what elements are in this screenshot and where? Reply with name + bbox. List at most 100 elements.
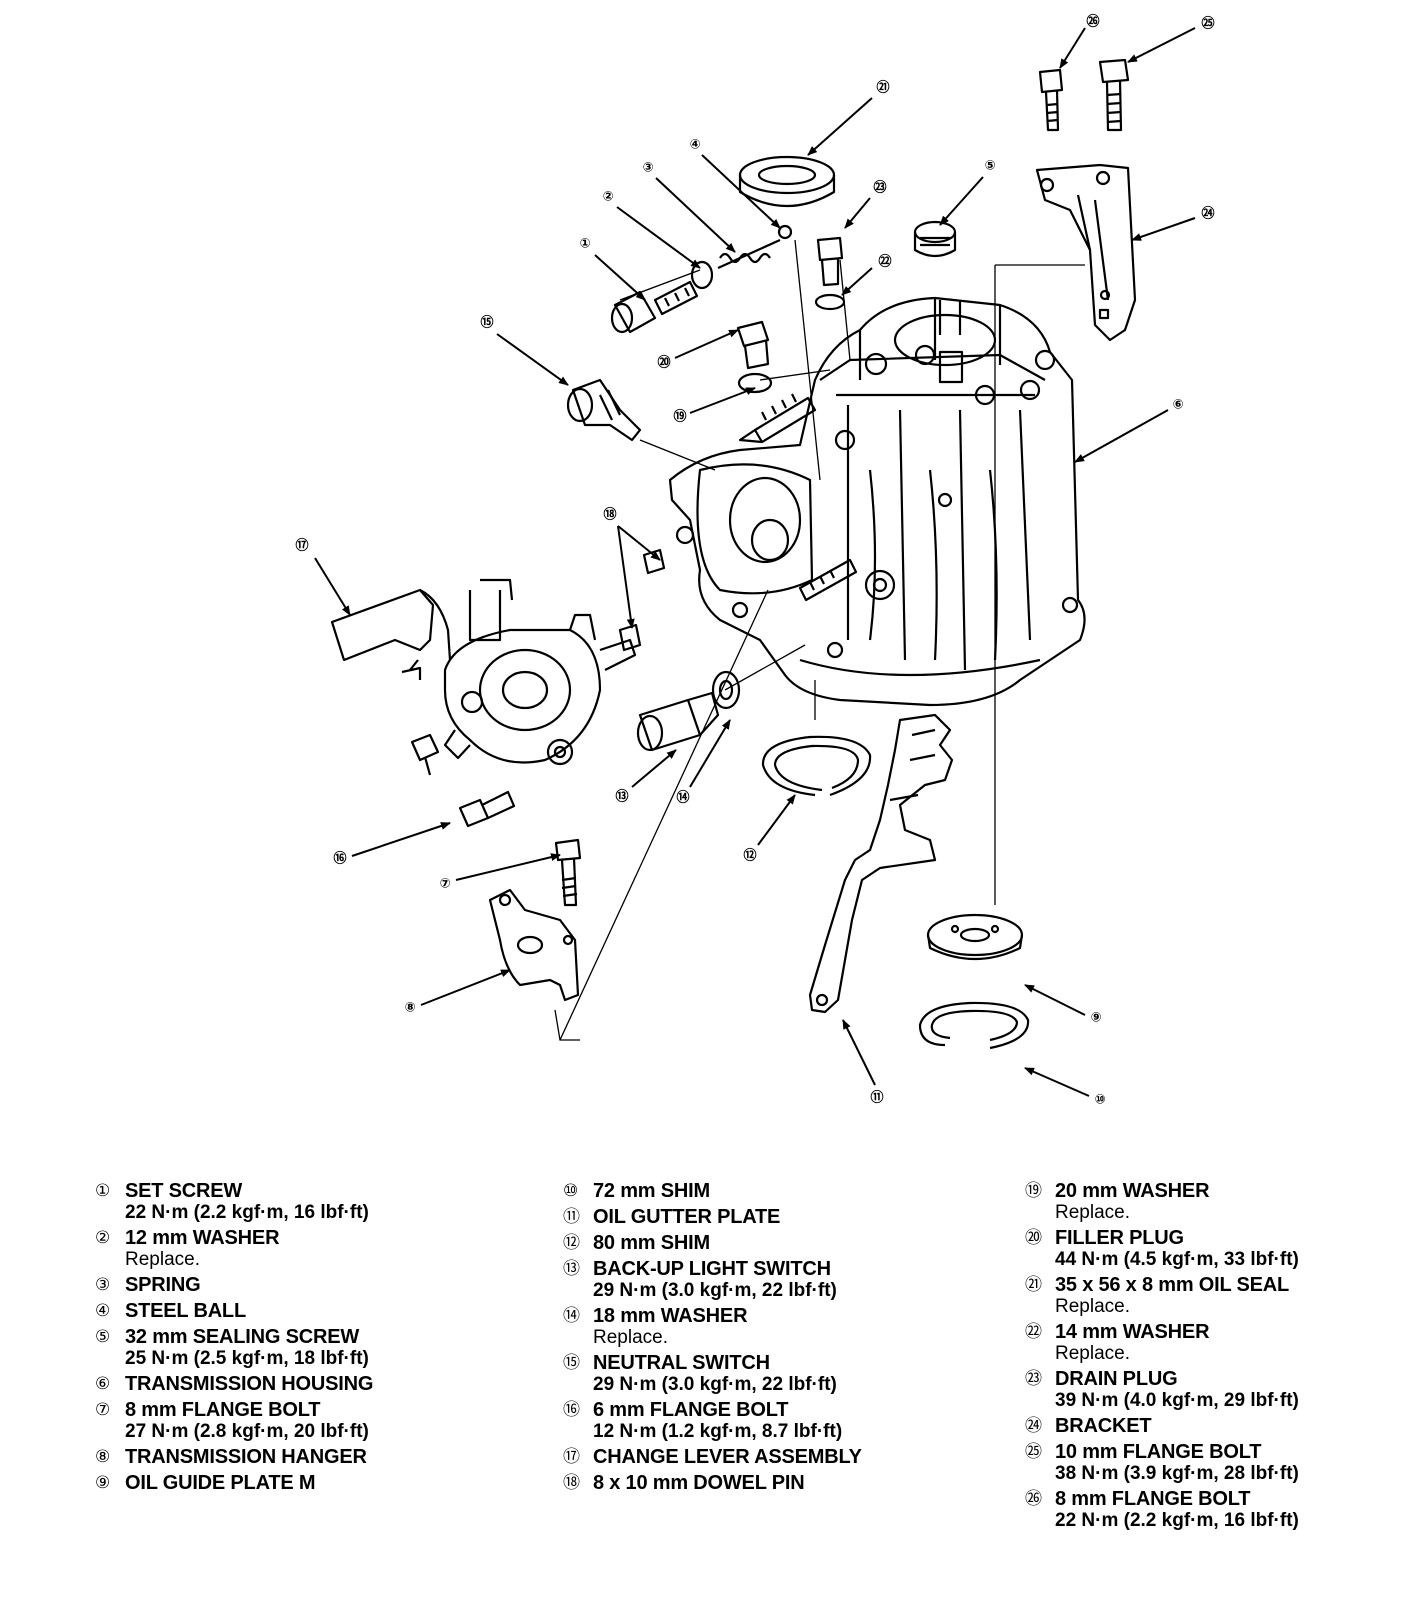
legend-number: ⑤ bbox=[95, 1327, 111, 1347]
legend-number: ⑩ bbox=[563, 1181, 579, 1201]
callout-8: ⑧ bbox=[404, 1001, 415, 1016]
bracket bbox=[1035, 163, 1137, 342]
filler-plug bbox=[736, 320, 770, 370]
sealing-screw bbox=[913, 220, 957, 258]
callout-25: ㉕ bbox=[1201, 16, 1214, 32]
legend-number: ㉓ bbox=[1025, 1369, 1042, 1389]
legend-item: ⑰ CHANGE LEVER ASSEMBLY bbox=[563, 1446, 903, 1468]
part-note: Replace. bbox=[1055, 1343, 1130, 1364]
legend-text: OIL GUTTER PLATE bbox=[593, 1206, 780, 1228]
callout-22: ㉒ bbox=[878, 254, 891, 270]
callout-2: ② bbox=[602, 190, 613, 205]
legend-number: ㉔ bbox=[1025, 1416, 1042, 1436]
torque-spec: 27 N·m (2.8 kgf·m, 20 lbf·ft) bbox=[125, 1421, 369, 1442]
part-note: Replace. bbox=[1055, 1296, 1130, 1317]
legend-item: ⑨ OIL GUIDE PLATE M bbox=[95, 1472, 435, 1494]
legend-number: ㉒ bbox=[1025, 1322, 1042, 1342]
part-name: 32 mm SEALING SCREW bbox=[125, 1326, 360, 1348]
part-name: STEEL BALL bbox=[125, 1300, 246, 1322]
exploded-view-diagram: ① ② ③ ④ ⑤ ⑥ ⑦ ⑧ ⑨ ⑩ ⑪ ⑫ ⑬ ⑭ ⑮ ⑯ ⑰ ⑱ ⑲ ⑳ … bbox=[295, 14, 1214, 1108]
6mm-flange-bolt bbox=[458, 790, 516, 828]
callout-11: ⑪ bbox=[870, 1090, 883, 1106]
legend-text: OIL GUIDE PLATE M bbox=[125, 1472, 316, 1494]
legend-item: ④ STEEL BALL bbox=[95, 1300, 435, 1322]
part-note: Replace. bbox=[125, 1249, 200, 1270]
legend-text: 80 mm SHIM bbox=[593, 1232, 710, 1254]
callout-16: ⑯ bbox=[333, 851, 346, 867]
part-name: 14 mm WASHER bbox=[1055, 1321, 1210, 1343]
legend-number: ⑪ bbox=[563, 1207, 580, 1227]
legend-number: ① bbox=[95, 1181, 111, 1201]
part-name: 20 mm WASHER bbox=[1055, 1180, 1210, 1202]
12mm-washer bbox=[690, 260, 714, 290]
legend-number: ⑱ bbox=[563, 1473, 580, 1493]
legend-number: ④ bbox=[95, 1301, 111, 1321]
callout-4: ④ bbox=[689, 138, 700, 153]
legend-number: ⑦ bbox=[95, 1400, 111, 1420]
legend-item: ⑱ 8 x 10 mm DOWEL PIN bbox=[563, 1472, 903, 1494]
legend-number: ⑰ bbox=[563, 1447, 580, 1467]
part-name: DRAIN PLUG bbox=[1055, 1368, 1178, 1390]
20mm-washer bbox=[737, 372, 773, 394]
part-name: 72 mm SHIM bbox=[593, 1180, 710, 1202]
part-name: CHANGE LEVER ASSEMBLY bbox=[593, 1446, 862, 1468]
legend-number: ⑭ bbox=[563, 1306, 580, 1326]
torque-spec: 39 N·m (4.0 kgf·m, 29 lbf·ft) bbox=[1055, 1390, 1299, 1411]
legend-number: ⑯ bbox=[563, 1400, 580, 1420]
legend-number: ⑫ bbox=[563, 1233, 580, 1253]
callout-12: ⑫ bbox=[743, 848, 756, 864]
legend-number: ② bbox=[95, 1228, 111, 1248]
part-name: OIL GUIDE PLATE M bbox=[125, 1472, 316, 1494]
spring bbox=[717, 238, 781, 270]
legend-text: 72 mm SHIM bbox=[593, 1180, 710, 1202]
14mm-washer bbox=[814, 293, 846, 311]
callout-15: ⑮ bbox=[480, 315, 493, 331]
part-name: OIL GUTTER PLATE bbox=[593, 1206, 781, 1228]
legend-number: ③ bbox=[95, 1275, 111, 1295]
callout-arrows bbox=[314, 27, 1196, 1097]
legend-number: ⑨ bbox=[95, 1473, 111, 1493]
legend-number: ⑮ bbox=[563, 1353, 580, 1373]
torque-spec: 12 N·m (1.2 kgf·m, 8.7 lbf·ft) bbox=[593, 1421, 843, 1442]
callout-7: ⑦ bbox=[439, 877, 450, 892]
legend-number: ㉖ bbox=[1025, 1489, 1042, 1509]
part-name: 8 x 10 mm DOWEL PIN bbox=[593, 1472, 805, 1494]
part-name: TRANSMISSION HOUSING bbox=[125, 1373, 374, 1395]
part-note: Replace. bbox=[593, 1327, 668, 1348]
part-name: 10 mm FLANGE BOLT bbox=[1055, 1441, 1262, 1463]
torque-spec: 25 N·m (2.5 kgf·m, 18 lbf·ft) bbox=[125, 1348, 369, 1369]
torque-spec: 44 N·m (4.5 kgf·m, 33 lbf·ft) bbox=[1055, 1249, 1299, 1270]
set-screw bbox=[610, 280, 699, 334]
part-name: SET SCREW bbox=[125, 1180, 243, 1202]
80mm-shim bbox=[761, 735, 872, 797]
torque-spec: 29 N·m (3.0 kgf·m, 22 lbf·ft) bbox=[593, 1374, 837, 1395]
oil-seal bbox=[738, 155, 836, 207]
part-name: 8 mm FLANGE BOLT bbox=[125, 1399, 321, 1421]
18mm-washer bbox=[711, 670, 741, 710]
callout-24: ㉔ bbox=[1201, 206, 1214, 222]
legend-text: CHANGE LEVER ASSEMBLY bbox=[593, 1446, 862, 1468]
callout-13: ⑬ bbox=[615, 789, 628, 805]
